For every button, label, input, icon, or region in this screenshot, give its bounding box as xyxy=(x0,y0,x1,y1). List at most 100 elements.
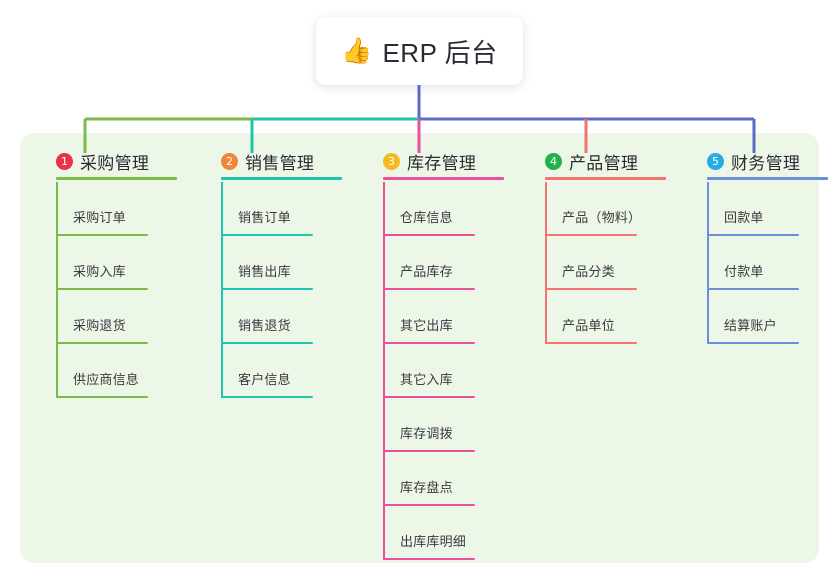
branch-item[interactable]: 产品分类 xyxy=(545,236,683,290)
branch-item[interactable]: 客户信息 xyxy=(221,344,359,398)
branch-item-rule xyxy=(545,234,637,236)
branch-title-2: 销售管理 xyxy=(245,153,315,173)
branch-item[interactable]: 回款单 xyxy=(707,182,839,236)
branch-item-label: 产品分类 xyxy=(562,264,615,279)
branch-title-1: 采购管理 xyxy=(80,153,150,173)
branch-item-rule xyxy=(56,234,148,236)
branch-badge-1: 1 xyxy=(56,152,73,170)
branch-item-label: 供应商信息 xyxy=(73,372,140,387)
branch-item-rule xyxy=(221,342,313,344)
branch-item-rule xyxy=(383,504,475,506)
branch-item[interactable]: 结算账户 xyxy=(707,290,839,344)
branch-item-label: 客户信息 xyxy=(238,372,291,387)
branch-item[interactable]: 其它出库 xyxy=(383,290,521,344)
branch-spine-5 xyxy=(707,182,709,344)
branch-item-rule xyxy=(383,396,475,398)
branch-column-1: 1 采购管理采购订单采购入库采购退货供应商信息 xyxy=(34,146,194,398)
branch-item-rule xyxy=(383,234,475,236)
branch-item-rule xyxy=(383,450,475,452)
branch-header-rule-5 xyxy=(707,177,828,180)
branch-header-rule-2 xyxy=(221,177,342,180)
branch-item-label: 其它入库 xyxy=(400,372,453,387)
branch-header-4[interactable]: 4 产品管理 xyxy=(523,146,683,180)
branch-item-rule xyxy=(56,288,148,290)
branch-header-3[interactable]: 3 库存管理 xyxy=(361,146,521,180)
branch-item-rule xyxy=(545,288,637,290)
branch-item-label: 其它出库 xyxy=(400,318,453,333)
branch-items-3: 仓库信息产品库存其它出库其它入库库存调拨库存盘点出库库明细 xyxy=(361,182,521,560)
branch-items-5: 回款单付款单结算账户 xyxy=(685,182,839,344)
branch-item[interactable]: 库存调拨 xyxy=(383,398,521,452)
branch-header-rule-3 xyxy=(383,177,504,180)
branch-item-label: 库存调拨 xyxy=(400,426,453,441)
branch-items-4: 产品（物料） 产品分类产品单位 xyxy=(523,182,683,344)
branch-item-label: 采购入库 xyxy=(73,264,126,279)
branch-header-5[interactable]: 5 财务管理 xyxy=(685,146,839,180)
branch-item-label: 付款单 xyxy=(724,264,764,279)
branch-item-rule xyxy=(221,234,313,236)
branch-title-3: 库存管理 xyxy=(407,153,477,173)
branch-column-5: 5 财务管理回款单付款单结算账户 xyxy=(685,146,839,344)
diagram-background-panel xyxy=(20,133,819,563)
branch-item[interactable]: 产品库存 xyxy=(383,236,521,290)
thumbs-up-icon: 👍 xyxy=(341,36,373,65)
branch-header-rule-1 xyxy=(56,177,177,180)
branch-title-5: 财务管理 xyxy=(731,153,801,173)
branch-item-label: 结算账户 xyxy=(724,318,777,333)
branch-item[interactable]: 销售出库 xyxy=(221,236,359,290)
root-node-erp-backend[interactable]: 👍 ERP 后台 xyxy=(316,17,523,85)
branch-item-label: 出库库明细 xyxy=(400,534,467,549)
branch-badge-3: 3 xyxy=(383,152,400,170)
branch-header-1[interactable]: 1 采购管理 xyxy=(34,146,194,180)
branch-item-rule xyxy=(707,342,799,344)
branch-item-label: 销售出库 xyxy=(238,264,291,279)
root-node-label: ERP 后台 xyxy=(382,37,498,68)
branch-item[interactable]: 库存盘点 xyxy=(383,452,521,506)
branch-item-label: 采购退货 xyxy=(73,318,126,333)
branch-item[interactable]: 其它入库 xyxy=(383,344,521,398)
branch-item[interactable]: 采购退货 xyxy=(56,290,194,344)
branch-item[interactable]: 产品（物料） xyxy=(545,182,683,236)
branch-column-4: 4 产品管理产品（物料） 产品分类产品单位 xyxy=(523,146,683,344)
branch-item[interactable]: 付款单 xyxy=(707,236,839,290)
branch-item-label: 产品单位 xyxy=(562,318,615,333)
branch-item[interactable]: 出库库明细 xyxy=(383,506,521,560)
branch-item-label: 销售订单 xyxy=(238,210,291,225)
branch-items-2: 销售订单销售出库销售退货客户信息 xyxy=(199,182,359,398)
branch-item-rule xyxy=(221,396,313,398)
branch-item[interactable]: 产品单位 xyxy=(545,290,683,344)
branch-item-label: 回款单 xyxy=(724,210,764,225)
branch-item[interactable]: 销售订单 xyxy=(221,182,359,236)
branch-item-rule xyxy=(383,342,475,344)
branch-spine-4 xyxy=(545,182,547,344)
branch-badge-5: 5 xyxy=(707,152,724,170)
branch-item-rule xyxy=(56,342,148,344)
branch-item-label: 采购订单 xyxy=(73,210,126,225)
branch-column-3: 3 库存管理仓库信息产品库存其它出库其它入库库存调拨库存盘点出库库明细 xyxy=(361,146,521,560)
branch-item-label: 库存盘点 xyxy=(400,480,453,495)
branch-badge-2: 2 xyxy=(221,152,238,170)
branch-column-2: 2 销售管理销售订单销售出库销售退货客户信息 xyxy=(199,146,359,398)
branch-spine-3 xyxy=(383,182,385,560)
branch-badge-4: 4 xyxy=(545,152,562,170)
branch-spine-2 xyxy=(221,182,223,398)
branch-items-1: 采购订单采购入库采购退货供应商信息 xyxy=(34,182,194,398)
branch-title-4: 产品管理 xyxy=(569,153,639,173)
branch-item-rule xyxy=(383,288,475,290)
branch-spine-1 xyxy=(56,182,58,398)
branch-header-2[interactable]: 2 销售管理 xyxy=(199,146,359,180)
branch-item-rule xyxy=(383,558,475,560)
branch-item[interactable]: 供应商信息 xyxy=(56,344,194,398)
branch-item-rule xyxy=(707,234,799,236)
branch-item-label: 产品（物料） xyxy=(562,210,642,225)
branch-item-rule xyxy=(56,396,148,398)
branch-item[interactable]: 采购入库 xyxy=(56,236,194,290)
branch-item-rule xyxy=(545,342,637,344)
branch-item-rule xyxy=(707,288,799,290)
branch-item[interactable]: 仓库信息 xyxy=(383,182,521,236)
branch-item-label: 产品库存 xyxy=(400,264,453,279)
branch-item[interactable]: 采购订单 xyxy=(56,182,194,236)
branch-item[interactable]: 销售退货 xyxy=(221,290,359,344)
branch-item-label: 销售退货 xyxy=(238,318,291,333)
